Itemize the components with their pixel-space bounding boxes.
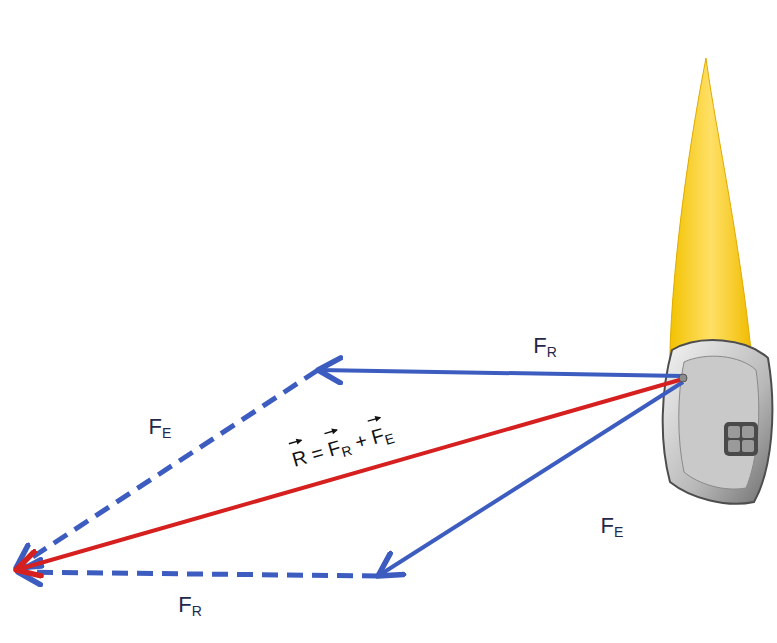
force-label: FE	[598, 513, 627, 541]
equation-label: R = FR + FE	[286, 419, 399, 475]
bracket-base	[679, 356, 759, 489]
bracket	[663, 340, 773, 504]
vector-arrow	[366, 413, 384, 425]
vector-arrow	[323, 425, 341, 437]
dashed-force-vector	[16, 370, 318, 568]
force-vector	[378, 382, 683, 576]
force-label: FE	[146, 414, 175, 442]
force-origin	[679, 374, 687, 382]
bracket-slot	[724, 422, 758, 456]
force-vector	[318, 370, 683, 376]
resultant-vector	[16, 379, 683, 570]
dashed-force-vector	[18, 572, 378, 576]
force-label: FR	[175, 592, 205, 620]
force-label: FR	[530, 333, 560, 361]
